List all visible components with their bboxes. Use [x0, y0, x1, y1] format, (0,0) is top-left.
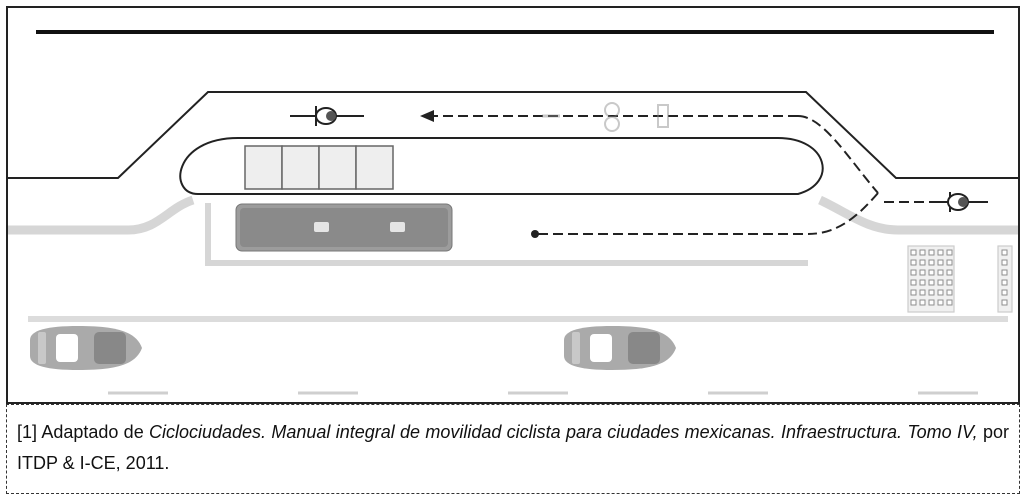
bus [235, 203, 453, 252]
caption-authors: por ITDP & I-CE, 2011. [17, 422, 1009, 473]
bike-lane-bus-stop-diagram [8, 30, 1018, 395]
road-curb-left [8, 195, 195, 235]
route-arrow-head [420, 110, 434, 122]
bus-bay-outline [205, 203, 808, 266]
bus-shelter [244, 145, 394, 190]
car-left [30, 326, 142, 370]
tactile-dots [910, 249, 1008, 306]
figure-caption: [1] Adaptado de Ciclociudades. Manual in… [6, 404, 1020, 494]
cyclist-right [932, 192, 988, 212]
route-start-dot [531, 230, 539, 238]
cyclist-top [290, 106, 364, 126]
road-curb-right [818, 195, 1018, 235]
caption-source-title: Ciclociudades. Manual integral de movili… [149, 422, 978, 442]
car-center [564, 326, 676, 370]
bike-lane-marking [542, 102, 669, 132]
curb-outline [8, 91, 1018, 179]
caption-ref: [1] Adaptado de [17, 422, 149, 442]
bike-route [428, 115, 933, 235]
caption-text: [1] Adaptado de Ciclociudades. Manual in… [17, 417, 1009, 479]
